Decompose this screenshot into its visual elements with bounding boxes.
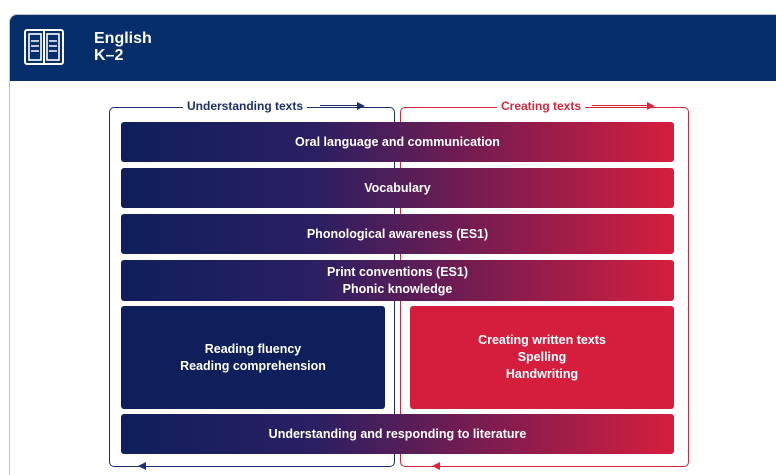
title-stage: K–2 xyxy=(94,47,124,64)
right-arrow-icon xyxy=(357,102,365,110)
creating-box: Creating written texts Spelling Handwrit… xyxy=(410,306,674,409)
row-phonological-awareness: Phonological awareness (ES1) xyxy=(121,214,674,254)
box-label: Handwriting xyxy=(505,367,579,381)
row-label: Oral language and communication xyxy=(295,134,500,149)
row-vocabulary: Vocabulary xyxy=(121,168,674,208)
box-label: Creating written texts xyxy=(478,333,606,347)
box-label: Spelling xyxy=(517,350,567,364)
understanding-box: Reading fluency Reading comprehension xyxy=(121,306,385,409)
creating-arrow-line xyxy=(592,105,648,106)
box-label: Reading fluency xyxy=(204,341,302,356)
header-bar: English K–2 xyxy=(10,15,776,81)
row-print-conventions: Print conventions (ES1) Phonic knowledge xyxy=(121,260,674,301)
understanding-arrow-line xyxy=(320,105,358,106)
row-literature: Understanding and responding to literatu… xyxy=(121,414,674,454)
creating-texts-label: Creating texts xyxy=(497,97,586,115)
row-label: Vocabulary xyxy=(364,180,431,195)
understanding-texts-label: Understanding texts xyxy=(183,97,308,115)
row-label: Print conventions (ES1) xyxy=(327,264,468,279)
page-title: English K–2 xyxy=(94,30,152,64)
row-label: Understanding and responding to literatu… xyxy=(268,426,527,441)
left-arrow-icon xyxy=(138,462,146,470)
right-arrow-icon xyxy=(647,102,655,110)
row-label: Phonic knowledge xyxy=(342,281,453,296)
left-arrow-icon xyxy=(432,462,440,470)
box-label: Reading comprehension xyxy=(180,358,326,373)
row-oral-language: Oral language and communication xyxy=(121,122,674,162)
row-label: Phonological awareness (ES1) xyxy=(306,226,489,241)
title-subject: English xyxy=(94,30,152,47)
book-icon xyxy=(24,29,64,65)
